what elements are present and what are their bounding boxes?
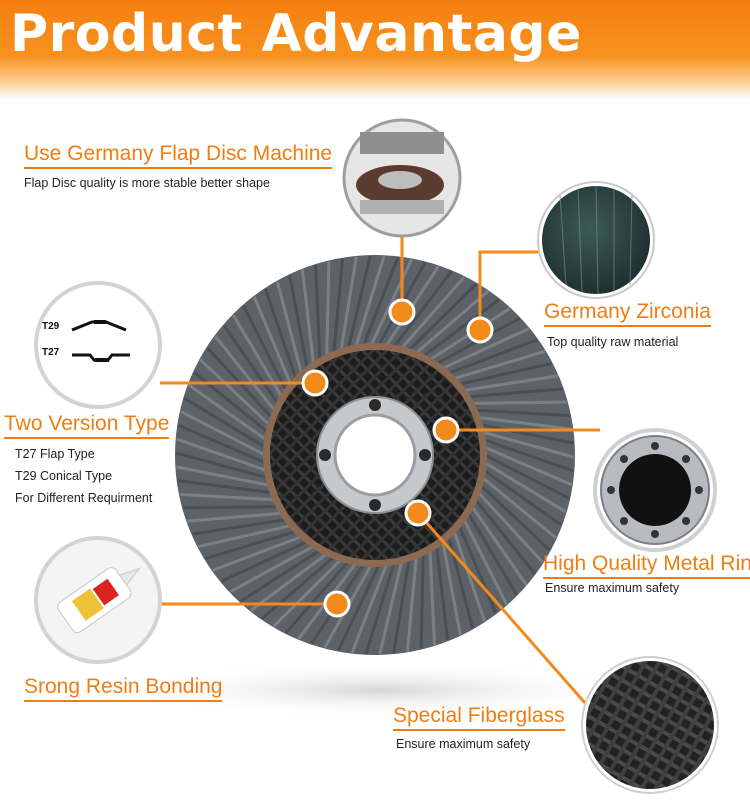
detail-circle-metal-ring [593,428,717,552]
desc-two-version-1: T27 Flap Type [15,447,95,461]
detail-circle-version-types [34,281,162,409]
flap-disc [175,255,575,655]
desc-fiberglass: Ensure maximum safety [396,737,531,751]
heading-fiberglass: Special Fiberglass [393,705,565,731]
detail-circle-machine [342,118,462,238]
marker-dots [301,298,494,618]
detail-circle-resin [34,536,162,664]
detail-circle-zirconia [537,181,655,299]
label-t29: T29 [42,321,60,332]
desc-two-version-3: For Different Requirment [15,491,153,505]
header-banner: Product Advantage [0,0,750,100]
heading-metal-ring: High Quality Metal Ring [543,553,750,579]
desc-zirconia: Top quality raw material [547,335,679,349]
disc-shadow [120,662,640,718]
heading-zirconia: Germany Zirconia [544,301,711,327]
desc-germany-machine: Flap Disc quality is more stable better … [24,176,270,190]
heading-two-version: Two Version Type [4,413,170,439]
connector-lines [160,232,602,721]
desc-two-version-2: T29 Conical Type [15,469,113,483]
heading-resin: Srong Resin Bonding [24,676,223,702]
heading-germany-machine: Use Germany Flap Disc Machine [24,143,333,169]
detail-circle-fiberglass [581,656,719,794]
label-t27: T27 [42,347,60,358]
page-title: Product Advantage [10,4,582,64]
desc-metal-ring: Ensure maximum safety [545,581,680,595]
